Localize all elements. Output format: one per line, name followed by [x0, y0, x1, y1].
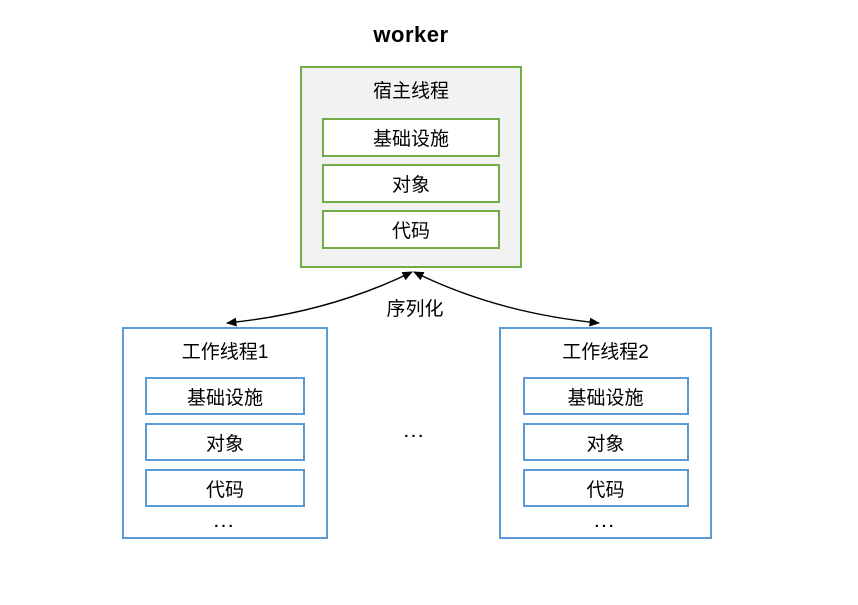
host-thread-box: 宿主线程 基础设施 对象 代码: [300, 66, 522, 268]
host-item-objects: 对象: [322, 164, 500, 203]
worker2-item-code: 代码: [522, 469, 689, 507]
worker-thread-2-box: 工作线程2 基础设施 对象 代码 ...: [499, 327, 712, 539]
worker-thread-1-box: 工作线程1 基础设施 对象 代码 ...: [122, 327, 328, 539]
arrow-host-to-worker2: [413, 271, 600, 327]
worker1-item-infrastructure: 基础设施: [145, 377, 305, 415]
serialization-label: 序列化: [386, 299, 444, 320]
worker1-item-code: 代码: [145, 469, 305, 507]
worker-thread-2-label: 工作线程2: [562, 342, 649, 363]
worker2-ellipsis: ...: [594, 514, 617, 531]
worker-thread-1-label: 工作线程1: [181, 342, 269, 363]
worker2-item-objects: 对象: [522, 423, 689, 461]
diagram-title: worker: [373, 22, 449, 47]
host-thread-label: 宿主线程: [372, 81, 449, 102]
more-workers-ellipsis: ...: [404, 424, 426, 441]
worker2-item-infrastructure: 基础设施: [522, 377, 689, 415]
host-item-infrastructure: 基础设施: [322, 118, 500, 157]
worker1-item-objects: 对象: [145, 423, 305, 461]
arrow-host-to-worker1: [226, 271, 413, 327]
host-item-code: 代码: [322, 210, 500, 249]
worker1-ellipsis: ...: [214, 514, 236, 531]
